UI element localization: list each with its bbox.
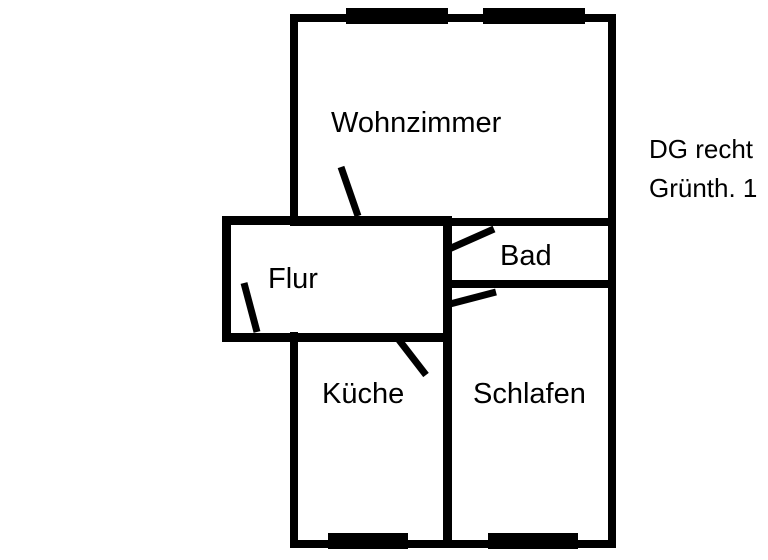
room-label-flur: Flur — [268, 263, 318, 295]
wall-exterior-left-lower — [290, 332, 298, 548]
wall-exterior-bottom — [290, 540, 616, 548]
plan-annotation: DG recht Grünth. 1 — [649, 130, 757, 208]
room-label-wohnzimmer: Wohnzimmer — [331, 107, 502, 139]
wall-exterior-top — [290, 14, 616, 22]
door-stroke-wohnzimmer — [337, 165, 362, 218]
door-stroke-kueche — [396, 337, 429, 378]
annotation-line-2: Grünth. 1 — [649, 173, 758, 203]
room-label-kueche: Küche — [322, 378, 405, 410]
flur-room-outline — [222, 216, 452, 342]
window-top-right — [483, 8, 585, 24]
window-top-left — [346, 8, 448, 24]
wall-wohnzimmer-bottom — [290, 218, 616, 226]
room-label-schlafen: Schlafen — [473, 378, 586, 410]
window-bottom-kueche — [328, 533, 408, 549]
door-stroke-bad — [447, 225, 496, 253]
door-stroke-schlafen — [449, 288, 497, 308]
annotation-line-1: DG recht — [649, 134, 754, 164]
wall-vertical-divider — [443, 218, 452, 548]
window-bottom-schlafen — [488, 533, 578, 549]
wall-bad-bottom — [443, 280, 616, 288]
room-label-bad: Bad — [500, 240, 552, 272]
wall-exterior-left-upper — [290, 14, 298, 226]
